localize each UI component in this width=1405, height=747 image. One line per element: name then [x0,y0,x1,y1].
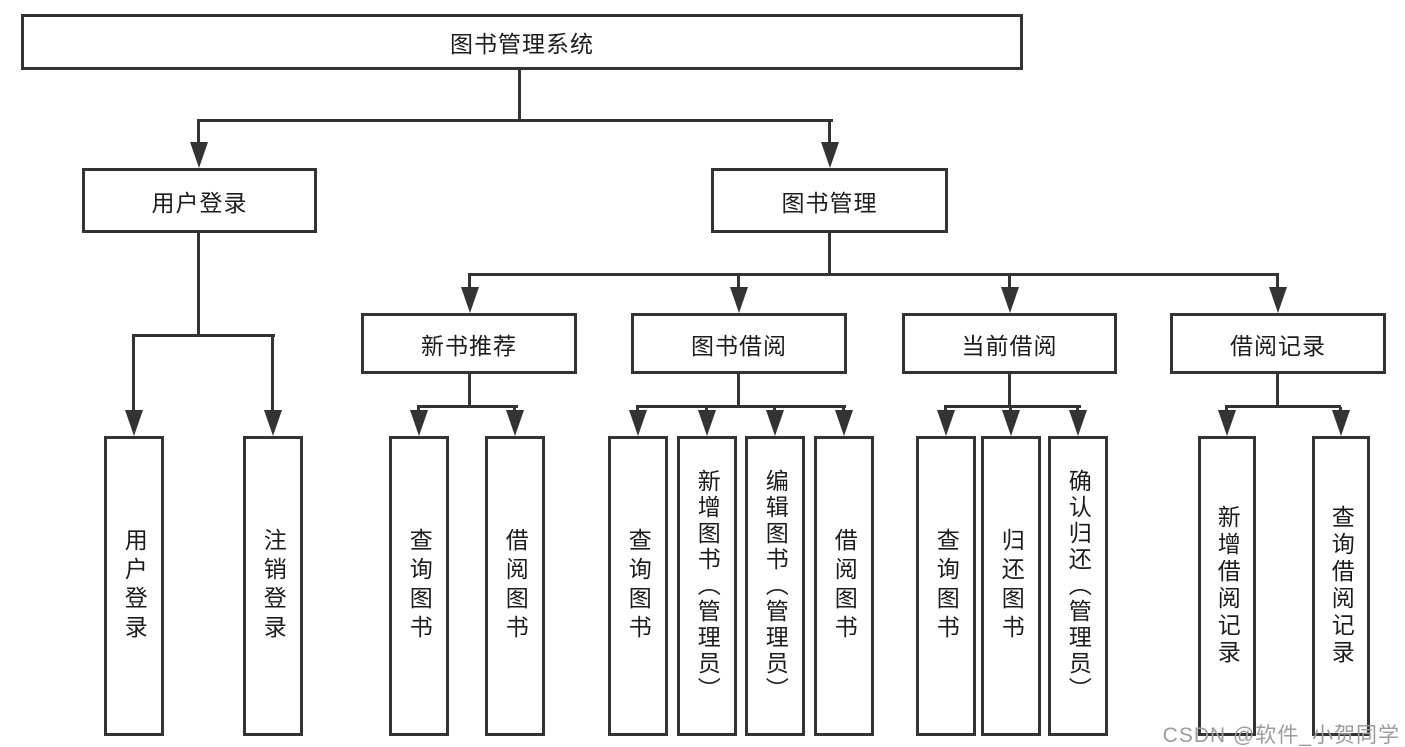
connector-g4-horizontal [944,405,1081,408]
connector-g5-down [1276,374,1279,408]
connector-stub-book-management [828,121,831,146]
connector-g3-down [737,374,740,408]
node-borrow-record: 借阅记录 [1170,313,1386,374]
arrowhead-g2-leaf1 [410,410,428,436]
connector-stub-leaf-login [132,336,135,414]
arrowhead-g2-leaf2 [506,410,524,436]
node-root-label: 图书管理系统 [450,31,594,57]
leaf-add-borrow-record: 新增借阅记录 [1198,436,1256,736]
connector-level3-horizontal [468,273,1279,276]
connector-stub-current-borrow [1008,275,1011,291]
leaf-query-borrow-record-label: 查询借阅记录 [1328,505,1355,667]
connector-stub-borrow-record [1276,275,1279,291]
leaf-borrow-book-2-label: 借阅图书 [831,528,858,644]
leaf-user-login: 用户登录 [104,436,164,736]
arrowhead-g4-leaf1 [937,410,955,436]
connector-stub-new-book [468,275,471,291]
connector-stub-book-borrow [737,275,740,291]
node-new-book-recommend-label: 新书推荐 [421,332,517,359]
leaf-confirm-return-admin-label: 确认归还（管理员） [1065,469,1092,703]
leaf-borrow-book-1: 借阅图书 [485,436,545,736]
leaf-query-book-1: 查询图书 [389,436,449,736]
node-new-book-recommend: 新书推荐 [361,313,577,374]
arrowhead-borrow-record [1269,287,1287,313]
connector-root-horizontal [197,119,833,122]
node-user-login: 用户登录 [82,168,317,233]
leaf-logout: 注销登录 [243,436,303,736]
arrowhead-g3-leaf3 [766,410,784,436]
leaf-query-borrow-record: 查询借阅记录 [1312,436,1370,736]
leaf-user-login-label: 用户登录 [121,528,148,644]
node-book-management-label: 图书管理 [781,189,878,216]
arrowhead-book-management [821,142,839,168]
leaf-return-book-label: 归还图书 [998,528,1025,644]
arrowhead-g3-leaf1 [629,410,647,436]
node-current-borrow: 当前借阅 [902,313,1117,374]
arrowhead-g3-leaf4 [835,410,853,436]
arrowhead-g3-leaf2 [698,410,716,436]
node-root: 图书管理系统 [21,14,1023,70]
leaf-edit-book-admin: 编辑图书（管理员） [745,436,805,736]
arrowhead-book-borrow [730,287,748,313]
leaf-borrow-book-2: 借阅图书 [814,436,874,736]
arrowhead-new-book [461,287,479,313]
csdn-watermark: CSDN @软件_小贺同学 [1162,724,1400,747]
arrowhead-user-login [190,142,208,168]
node-current-borrow-label: 当前借阅 [961,332,1058,359]
node-book-borrow-label: 图书借阅 [691,332,787,359]
arrowhead-g5-leaf2 [1332,410,1350,436]
leaf-add-book-admin: 新增图书（管理员） [677,436,737,736]
leaf-query-book-3: 查询图书 [916,436,976,736]
connector-g3-horizontal [636,405,846,408]
connector-stub-user-login [197,121,200,146]
arrowhead-leaf-login [125,410,143,436]
connector-g2-horizontal [417,405,518,408]
arrowhead-g4-leaf3 [1069,410,1087,436]
node-borrow-record-label: 借阅记录 [1230,332,1326,359]
leaf-return-book: 归还图书 [981,436,1041,736]
leaf-edit-book-admin-label: 编辑图书（管理员） [762,469,789,703]
node-user-login-label: 用户登录 [151,189,248,216]
node-book-borrow: 图书借阅 [631,313,847,374]
leaf-query-book-2: 查询图书 [608,436,668,736]
leaf-add-book-admin-label: 新增图书（管理员） [694,469,721,703]
connector-g5-horizontal [1225,405,1341,408]
connector-user-login-horizontal [132,334,275,337]
leaf-logout-label: 注销登录 [260,528,287,644]
connector-g2-down [468,374,471,408]
connector-book-management-down [828,233,831,276]
arrowhead-g5-leaf1 [1218,410,1236,436]
leaf-query-book-1-label: 查询图书 [406,528,433,644]
leaf-borrow-book-1-label: 借阅图书 [502,528,529,644]
leaf-query-book-3-label: 查询图书 [933,528,960,644]
arrowhead-current-borrow [1001,287,1019,313]
connector-g4-down [1008,374,1011,408]
connector-root-vertical [518,69,521,120]
connector-stub-leaf-logout [271,336,274,414]
leaf-confirm-return-admin: 确认归还（管理员） [1048,436,1108,736]
leaf-query-book-2-label: 查询图书 [625,528,652,644]
connector-user-login-down [197,233,200,337]
arrowhead-g4-leaf2 [1002,410,1020,436]
arrowhead-leaf-logout [264,410,282,436]
leaf-add-borrow-record-label: 新增借阅记录 [1214,505,1241,667]
node-book-management: 图书管理 [711,168,948,233]
